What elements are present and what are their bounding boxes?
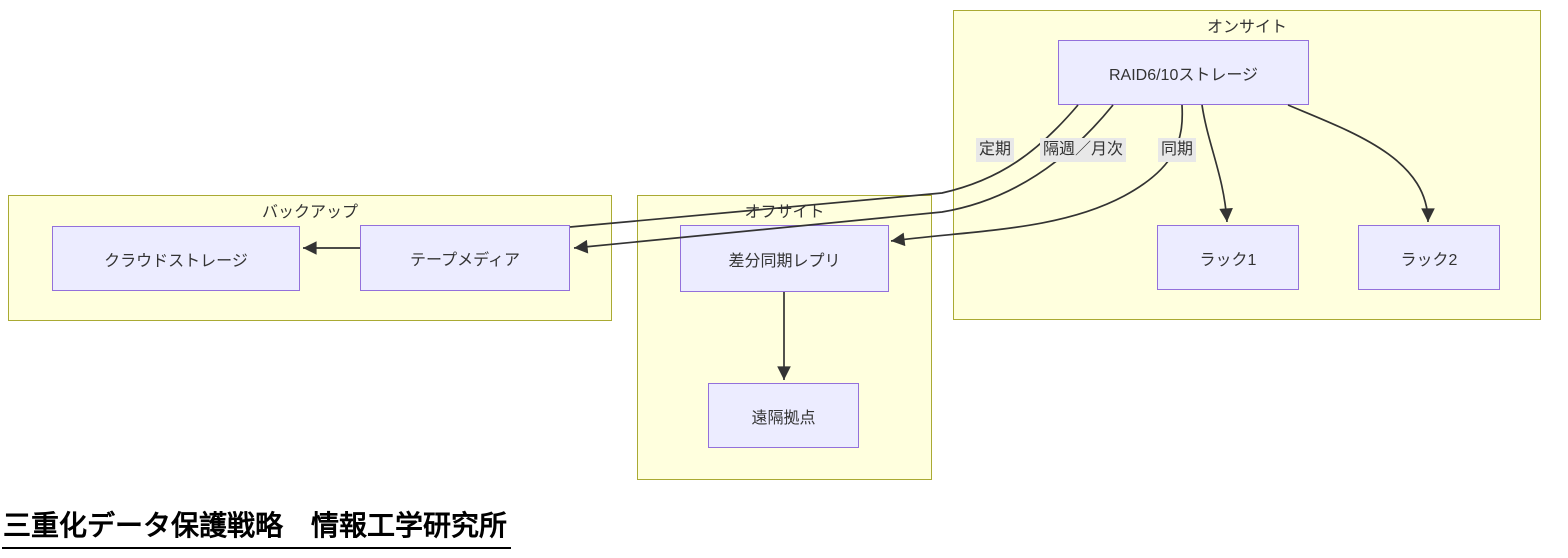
node-raid-storage: RAID6/10ストレージ — [1058, 40, 1309, 105]
node-cloud-storage: クラウドストレージ — [52, 226, 300, 291]
cluster-offsite-title: オフサイト — [744, 204, 825, 221]
edge-label-teiki: 定期 — [976, 138, 1015, 162]
cluster-onsite-title: オンサイト — [1206, 19, 1287, 36]
edge-label-douki: 同期 — [1158, 138, 1197, 162]
node-remote-site: 遠隔拠点 — [708, 383, 859, 448]
diagram-title: 三重化データ保護戦略 情報工学研究所 — [2, 504, 512, 549]
node-diff-sync-replica: 差分同期レプリ — [680, 225, 889, 292]
node-tape-media: テープメディア — [360, 225, 570, 291]
edge-label-kakushu-getsuji: 隔週／月次 — [1040, 138, 1127, 162]
cluster-backup-title: バックアップ — [261, 204, 358, 221]
node-rack2: ラック2 — [1358, 225, 1500, 290]
node-rack1: ラック1 — [1157, 225, 1299, 290]
